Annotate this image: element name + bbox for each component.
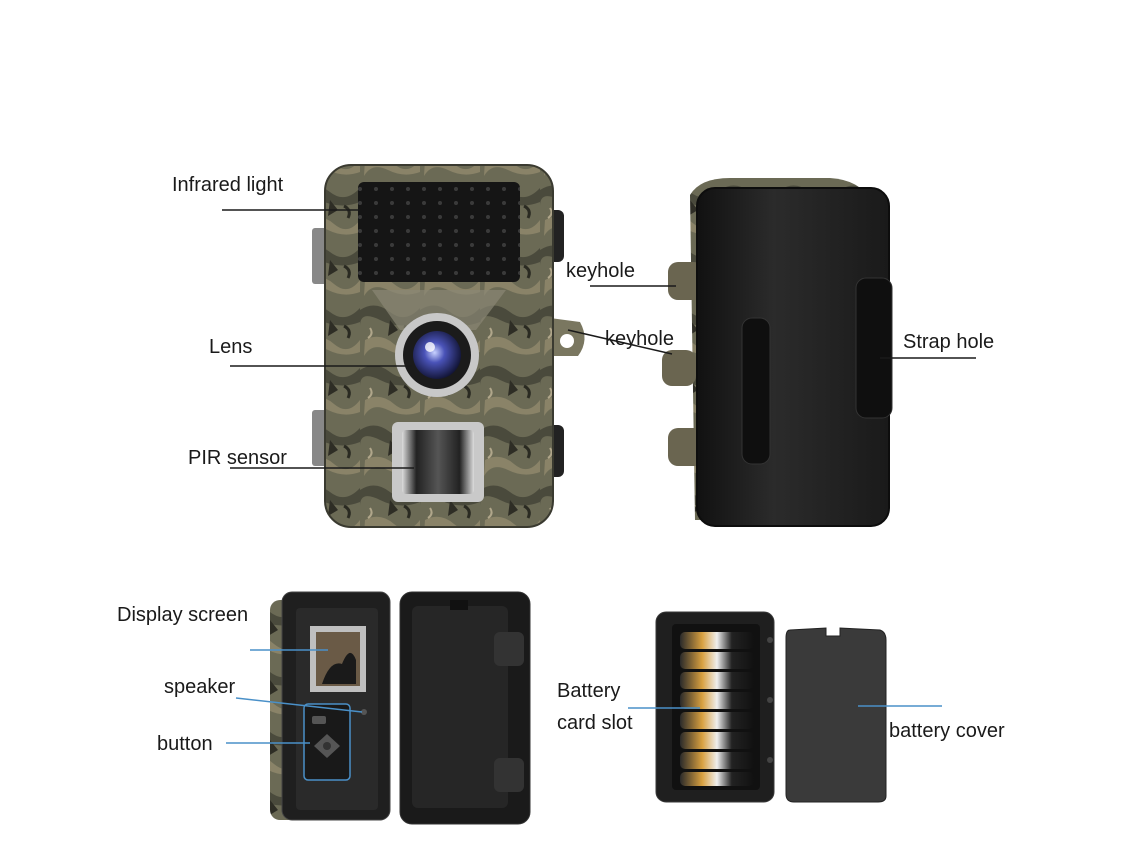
front-face-bevel [372,290,506,330]
label-pir-sensor: PIR sensor [188,447,287,469]
pir-window [402,430,474,494]
back-keyhole-top [668,262,704,300]
label-button: button [157,733,213,755]
battery-compartment [655,611,887,803]
lens-highlight [425,342,435,352]
battery-6 [680,732,754,749]
label-battery-cover: battery cover [889,720,1005,742]
housing-screw-3 [767,757,773,763]
battery-cover [785,627,887,803]
battery-1 [680,632,754,649]
leader-speaker [235,697,363,713]
label-infrared-light: Infrared light [172,174,284,196]
back-camera [662,178,893,527]
open-back-clip-bottom [494,758,524,792]
label-battery-line2: card slot [557,712,633,734]
battery-7 [680,752,754,769]
label-display-screen: Display screen [117,604,249,626]
strap-guide-right [855,277,893,419]
battery-2 [680,652,754,669]
front-keyhole-hole [560,334,574,348]
front-camera [312,164,585,528]
housing-screw-1 [767,637,773,643]
open-back-inner [412,606,508,808]
battery-5 [680,712,754,729]
label-keyhole-mid: keyhole [605,328,674,350]
ok-button [323,742,331,750]
open-camera [270,591,531,825]
label-strap-hole: Strap hole [903,331,995,353]
button-small [312,716,326,724]
back-keyhole-bottom [668,428,704,466]
lens-glass [413,331,461,379]
battery-3 [680,672,754,689]
display-screen-image [322,652,356,684]
housing-screw-2 [767,697,773,703]
label-speaker: speaker [164,676,236,698]
open-back-clip-top [494,632,524,666]
strap-guide-left [741,317,771,465]
leader-keyhole-mid [567,329,673,355]
infrared-panel [358,182,520,282]
label-lens: Lens [209,336,253,358]
label-keyhole-top: keyhole [566,260,635,282]
label-battery-line1: Battery [557,680,621,702]
leader-lines [222,209,976,744]
speaker-hole [361,709,367,715]
battery-4 [680,692,754,709]
open-back-notch [450,600,468,610]
back-keyhole-mid [662,350,696,386]
battery-8 [680,772,754,786]
